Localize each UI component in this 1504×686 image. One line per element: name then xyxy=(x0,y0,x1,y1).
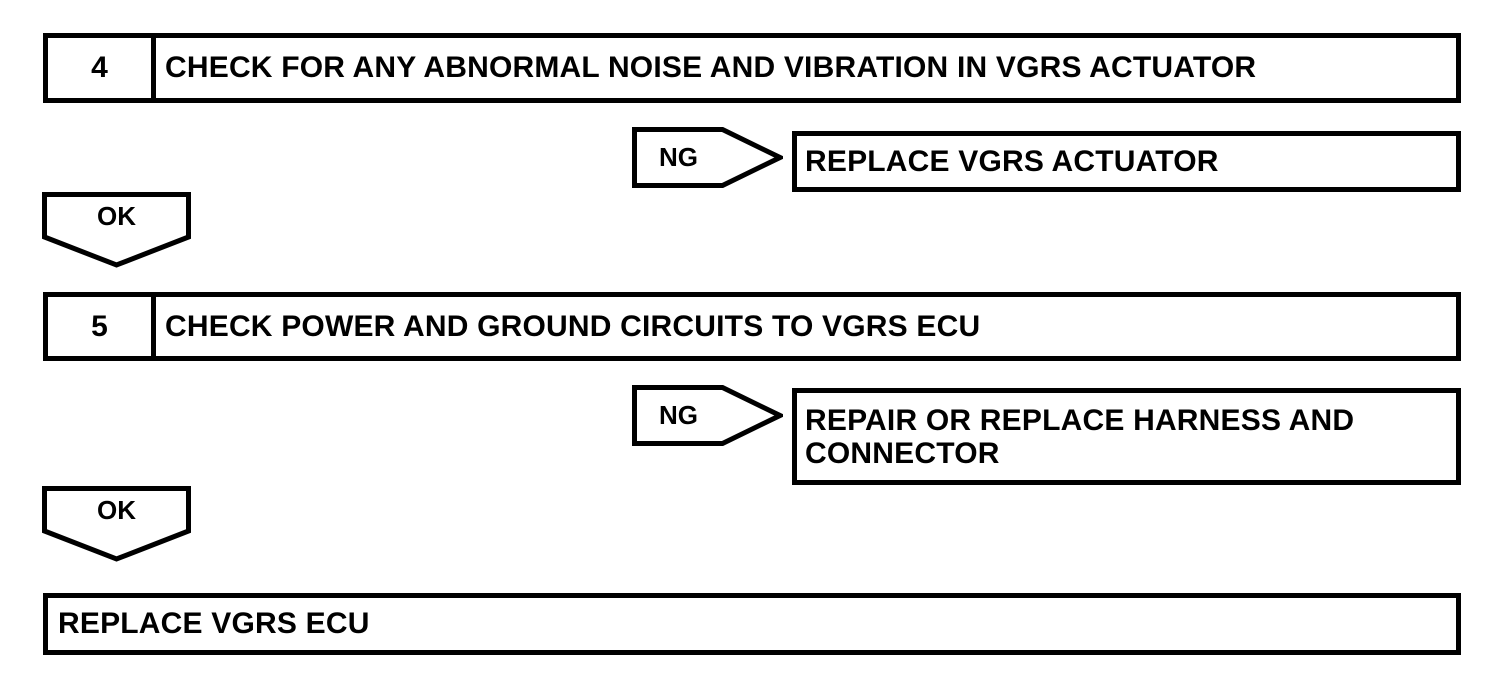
final-action-text: REPLACE VGRS ECU xyxy=(58,607,370,640)
step-5-number: 5 xyxy=(48,297,156,356)
ok-connector-2: OK xyxy=(42,486,191,563)
ng-label: NG xyxy=(659,142,698,172)
step-4-title: CHECK FOR ANY ABNORMAL NOISE AND VIBRATI… xyxy=(165,51,1257,84)
ng-result-2-box: REPAIR OR REPLACE HARNESS AND CONNECTOR xyxy=(792,388,1461,485)
step-5-box: 5 CHECK POWER AND GROUND CIRCUITS TO VGR… xyxy=(43,292,1461,361)
step-4-number: 4 xyxy=(48,38,156,98)
ng-result-1-box: REPLACE VGRS ACTUATOR xyxy=(792,131,1461,192)
ng-branch-1: NG xyxy=(632,127,783,188)
ng-result-1-text: REPLACE VGRS ACTUATOR xyxy=(805,145,1219,178)
ok-label: OK xyxy=(97,201,136,231)
step-5-title: CHECK POWER AND GROUND CIRCUITS TO VGRS … xyxy=(165,309,981,343)
ng-result-2-text: REPAIR OR REPLACE HARNESS AND CONNECTOR xyxy=(805,403,1355,470)
ok-label: OK xyxy=(97,495,136,525)
ng-label: NG xyxy=(659,400,698,430)
ok-pentagon-icon xyxy=(42,486,191,562)
ok-pentagon-icon xyxy=(42,192,191,268)
ng-arrow-icon xyxy=(632,127,783,188)
ok-connector-1: OK xyxy=(42,192,191,269)
final-action-box: REPLACE VGRS ECU xyxy=(43,593,1461,655)
ng-arrow-icon xyxy=(632,385,783,446)
ng-branch-2: NG xyxy=(632,385,783,446)
step-4-box: 4 CHECK FOR ANY ABNORMAL NOISE AND VIBRA… xyxy=(43,33,1461,103)
